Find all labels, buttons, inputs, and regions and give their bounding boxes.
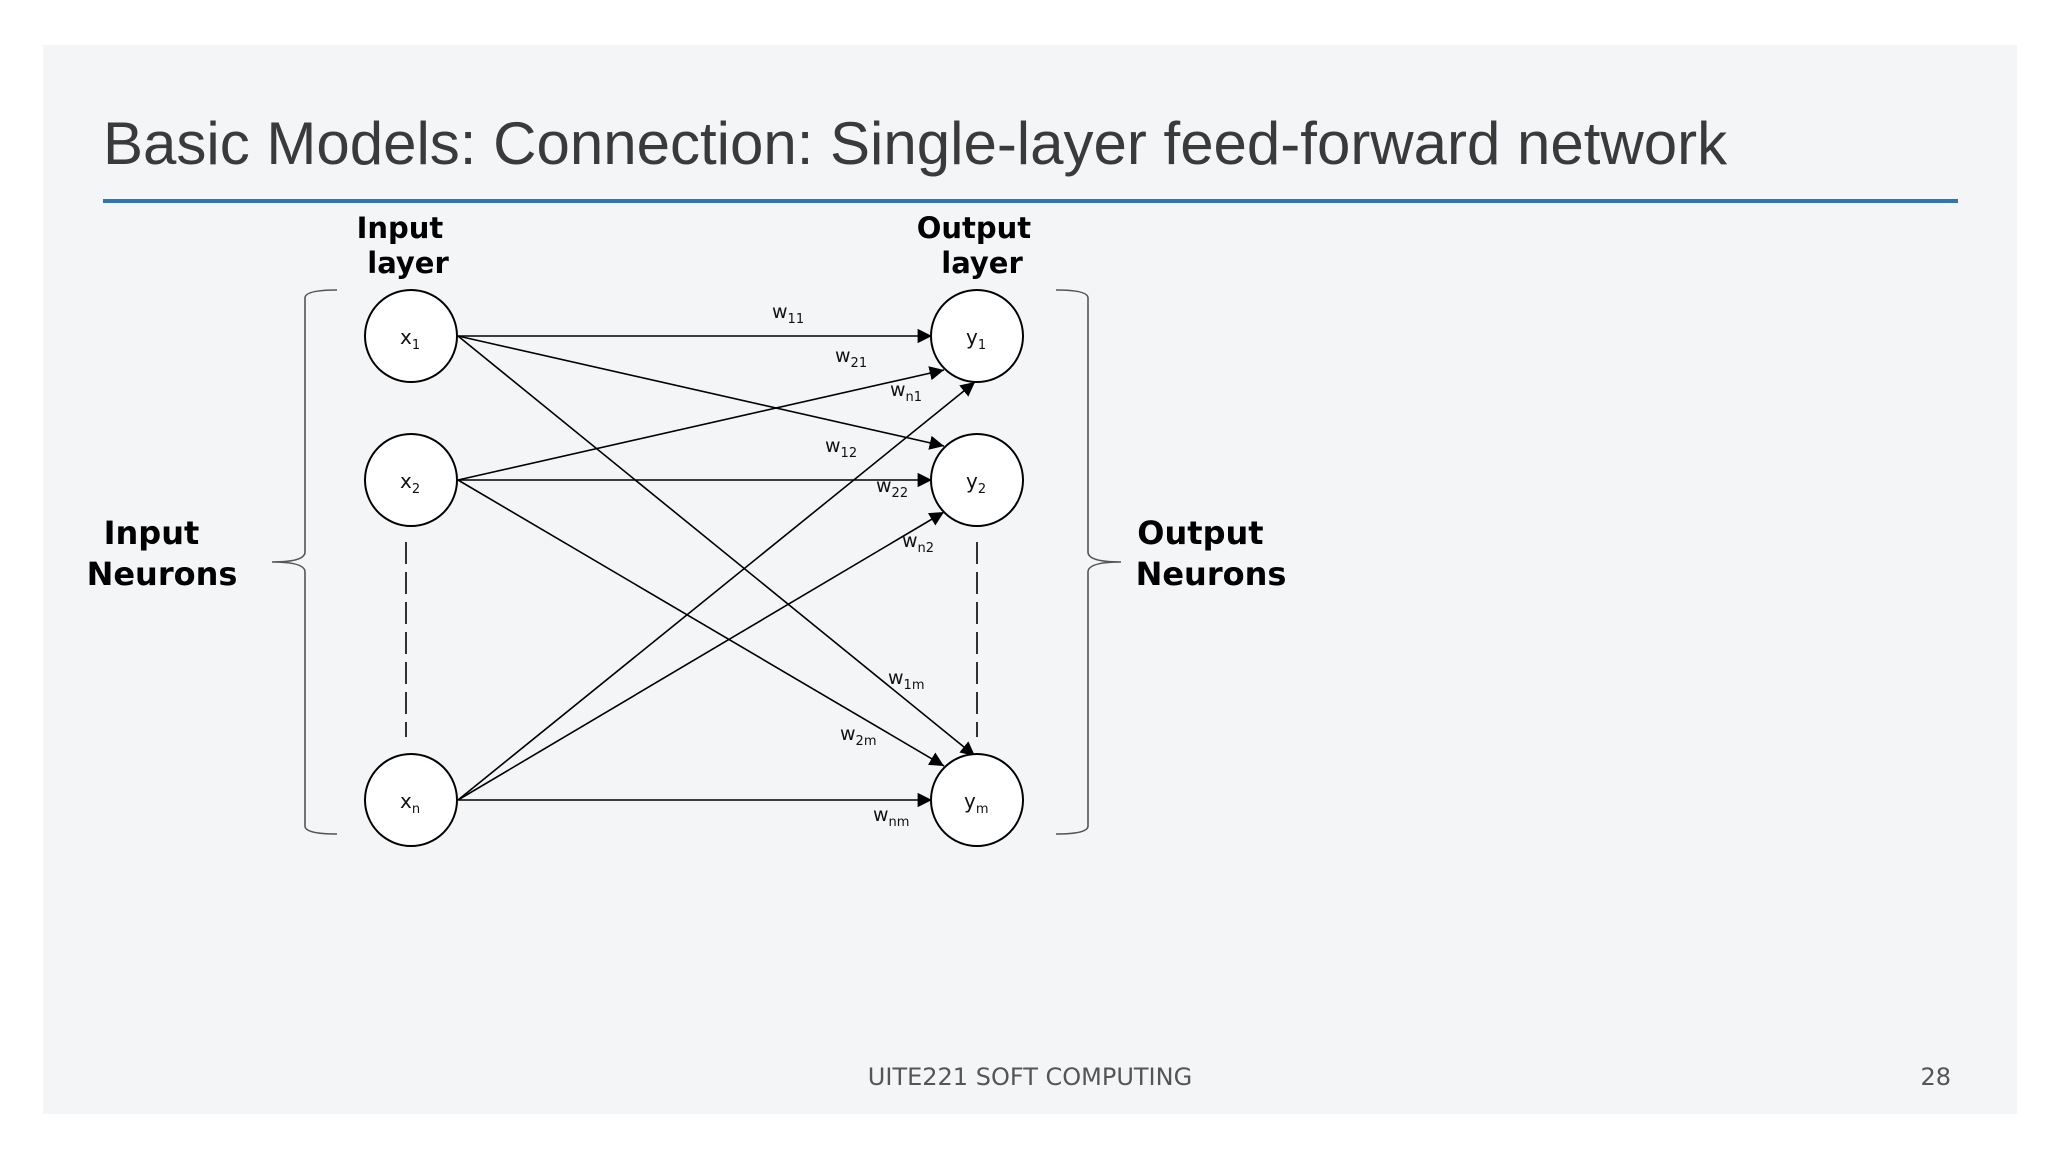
edge-x1-y2 xyxy=(457,335,945,450)
svg-text:y2: y2 xyxy=(966,469,986,497)
weight-label-w21: w21 xyxy=(835,345,867,371)
input-layer-header-line2: layer xyxy=(367,246,449,280)
weight-labels: w11 w21 wn1 w12 w22 wn2 w1m w2m wnm xyxy=(772,301,934,830)
input-layer-header-line1: Input xyxy=(357,211,444,245)
node-base: y xyxy=(966,325,978,349)
node-base: x xyxy=(400,789,412,813)
svg-text:xn: xn xyxy=(400,789,420,817)
output-layer-header: Output layer xyxy=(917,211,1042,280)
slide: Basic Models: Connection: Single-layer f… xyxy=(43,45,2017,1114)
weight-label-w22: w22 xyxy=(876,475,908,501)
weight-label-w11: w11 xyxy=(772,301,804,327)
input-neurons-label-line1: Input xyxy=(104,514,200,552)
svg-text:ym: ym xyxy=(964,789,989,817)
edge-xn-y1 xyxy=(457,381,976,801)
input-layer-header: Input layer xyxy=(357,211,454,280)
node-subscript: 1 xyxy=(412,338,420,353)
output-neurons-label-line2: Neurons xyxy=(1136,555,1287,593)
output-layer-header-line1: Output xyxy=(917,211,1032,245)
input-neurons-label: Input Neurons xyxy=(87,514,238,593)
output-layer-header-line2: layer xyxy=(941,246,1023,280)
title-underline xyxy=(103,199,1958,203)
node-base: x xyxy=(400,469,412,493)
svg-text:y1: y1 xyxy=(966,325,986,353)
edge-x1-ym xyxy=(457,335,976,757)
slide-title: Basic Models: Connection: Single-layer f… xyxy=(103,110,1728,177)
weight-label-w2m: w2m xyxy=(840,723,876,749)
output-node-y2: y2 xyxy=(930,433,1024,527)
svg-text:x1: x1 xyxy=(400,325,420,353)
output-neurons-label: Output Neurons xyxy=(1136,514,1287,593)
node-subscript: n xyxy=(412,802,420,817)
footer-text: UITE221 SOFT COMPUTING xyxy=(867,1063,1193,1091)
input-neurons-label-line2: Neurons xyxy=(87,555,238,593)
weight-label-wn1: wn1 xyxy=(890,379,922,405)
node-subscript: 2 xyxy=(412,482,420,497)
weight-label-w1m: w1m xyxy=(888,667,924,693)
output-brace xyxy=(1055,289,1122,835)
node-base: y xyxy=(964,789,976,813)
input-node-x1: x1 xyxy=(364,289,458,383)
edge-xn-y2 xyxy=(457,511,945,801)
weight-label-wnm: wnm xyxy=(873,804,909,830)
output-node-y1: y1 xyxy=(930,289,1024,383)
weight-label-wn2: wn2 xyxy=(902,530,934,556)
input-node-x2: x2 xyxy=(364,433,458,527)
edge-x2-ym xyxy=(457,479,945,767)
edge-x2-y1 xyxy=(457,366,945,481)
node-base: y xyxy=(966,469,978,493)
weight-label-w12: w12 xyxy=(825,435,857,461)
svg-text:x2: x2 xyxy=(400,469,420,497)
input-node-xn: xn xyxy=(364,753,458,847)
input-brace xyxy=(271,289,338,835)
output-neurons-label-line1: Output xyxy=(1137,514,1263,552)
connections xyxy=(457,328,976,808)
node-subscript: 2 xyxy=(978,482,986,497)
page-number: 28 xyxy=(1920,1063,1951,1091)
output-node-ym: ym xyxy=(930,753,1024,847)
node-subscript: 1 xyxy=(978,338,986,353)
node-base: x xyxy=(400,325,412,349)
node-subscript: m xyxy=(976,802,989,817)
